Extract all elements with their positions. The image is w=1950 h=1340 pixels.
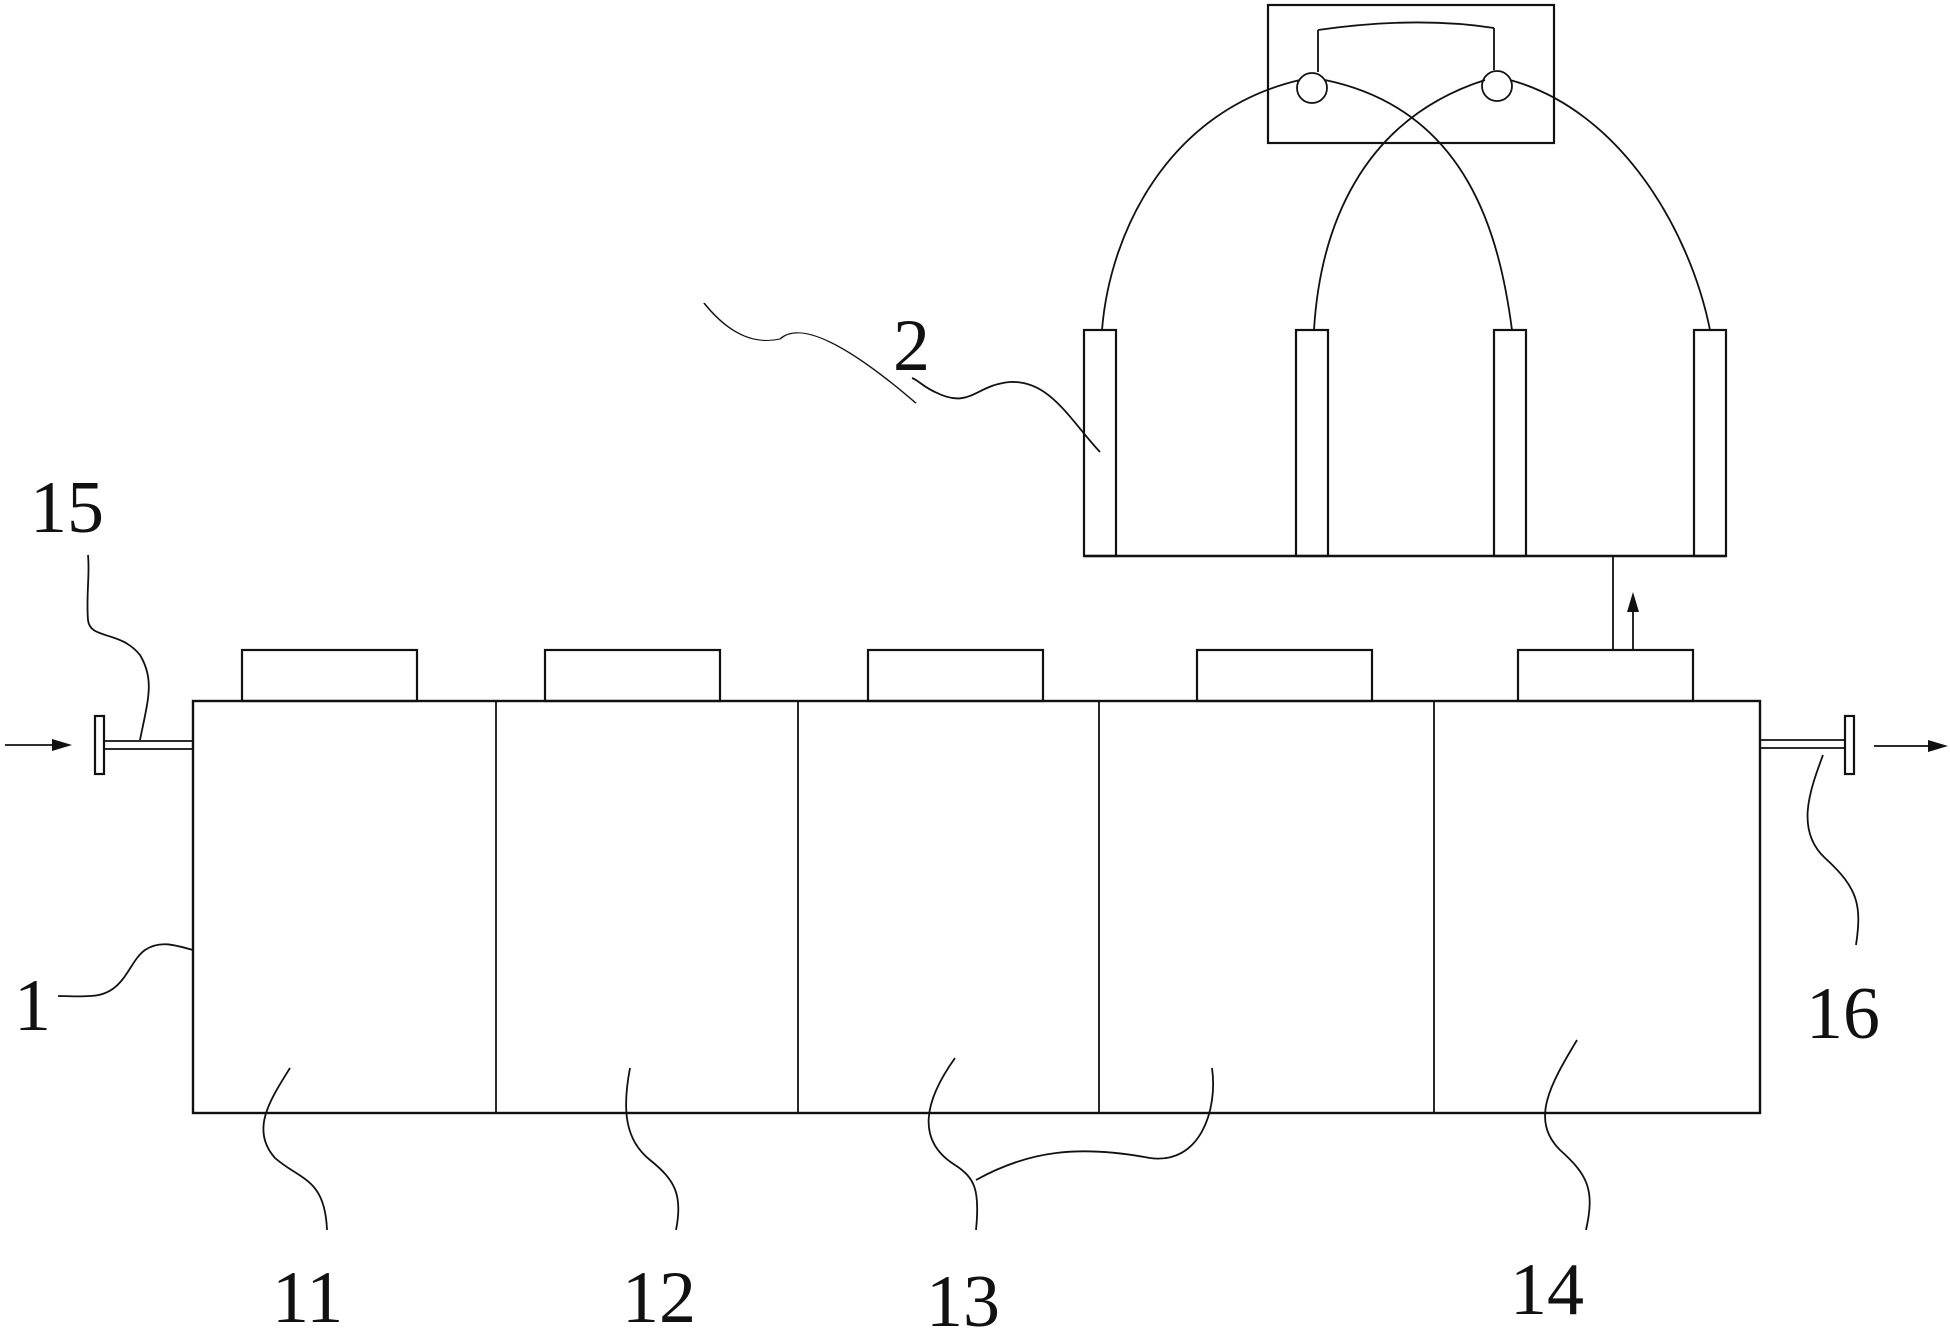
label-12: 12 [622, 1257, 696, 1335]
leader-11 [262, 1067, 328, 1231]
chamber-lids [240, 648, 1695, 703]
electrode-4 [1692, 328, 1728, 558]
label-11: 11 [272, 1257, 343, 1335]
lid-2 [543, 648, 722, 703]
electrode-1 [1082, 328, 1118, 558]
arrow-right-icon [1874, 740, 1948, 752]
label-2: 2 [893, 305, 930, 387]
wire-right-outer [1509, 79, 1711, 331]
electrode-assembly [1082, 328, 1728, 670]
label-1: 1 [14, 965, 51, 1047]
lid-3 [866, 648, 1045, 703]
outlet-valve-handle [1843, 714, 1856, 776]
inlet-valve [5, 714, 193, 776]
terminal-left [1296, 72, 1328, 104]
electrode-3 [1492, 328, 1528, 558]
lid-1 [240, 648, 419, 703]
leader-13-left [927, 1057, 979, 1231]
arrow-right-icon [5, 739, 72, 751]
label-16: 16 [1806, 973, 1880, 1055]
label-15: 15 [30, 467, 104, 549]
power-supply-box [1266, 3, 1556, 145]
wire-right-inner [1313, 79, 1486, 331]
tank-outline [191, 699, 1762, 1115]
lid-4 [1195, 648, 1374, 703]
label-14: 14 [1510, 1249, 1584, 1331]
outlet-valve [1760, 714, 1948, 776]
electrode-wires [1101, 79, 1711, 331]
wire-left-inner [1324, 79, 1513, 331]
terminal-right [1481, 70, 1513, 102]
power-supply-link [1317, 21, 1495, 31]
leader-13-right [975, 1067, 1214, 1181]
leader-lines [57, 302, 1860, 1231]
leader-15 [86, 554, 150, 741]
leader-16 [1806, 754, 1860, 946]
label-13: 13 [926, 1261, 1000, 1335]
leader-12 [625, 1067, 680, 1231]
lid-5 [1516, 648, 1695, 703]
tank-body [191, 699, 1762, 1115]
leader-1 [57, 943, 194, 998]
wire-left-outer [1101, 79, 1301, 331]
leader-2-curve [911, 377, 1101, 453]
electrode-2 [1294, 328, 1330, 558]
leader-2 [703, 302, 917, 404]
leader-14 [1544, 1039, 1591, 1231]
reference-numerals: 2 15 1 11 12 13 14 16 [14, 305, 1880, 1340]
power-supply [1266, 3, 1556, 145]
inlet-valve-handle [93, 714, 106, 776]
